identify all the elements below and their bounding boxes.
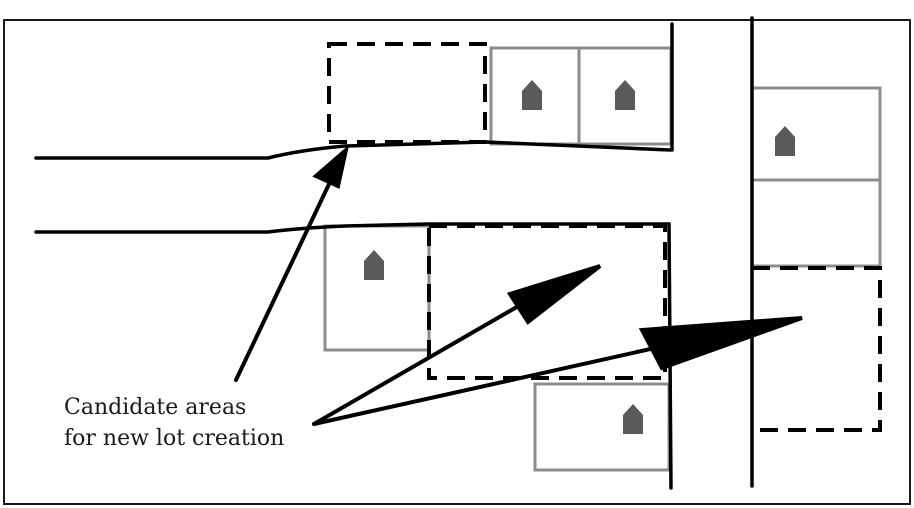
house-icon [615,80,635,110]
existing-lot-4 [533,382,671,472]
arrow-icon [312,336,702,426]
arrows [234,144,803,426]
arrow-head-2 [506,264,602,325]
existing-lot-3 [323,224,431,352]
caption-line-1: Candidate areas [64,395,247,420]
caption-line-2: for new lot creation [64,426,285,451]
existing-lot-5 [750,86,882,182]
arrow-head-3 [638,316,803,371]
existing-lot-6 [750,178,882,268]
house-icon [364,250,384,280]
arrow-head-1 [312,144,350,189]
house-icon [623,404,643,434]
candidate-areas [327,42,882,432]
house-icon [775,126,795,156]
diagram-frame [3,19,911,505]
candidate-area-2 [427,224,667,380]
candidate-area-1 [327,42,487,144]
candidate-area-3 [752,266,882,432]
house-icon [522,80,542,110]
arrow-icon [234,180,332,382]
road-top-edge [34,140,672,160]
existing-lots [323,46,882,472]
caption-label: Candidate areas for new lot creation [64,392,284,454]
